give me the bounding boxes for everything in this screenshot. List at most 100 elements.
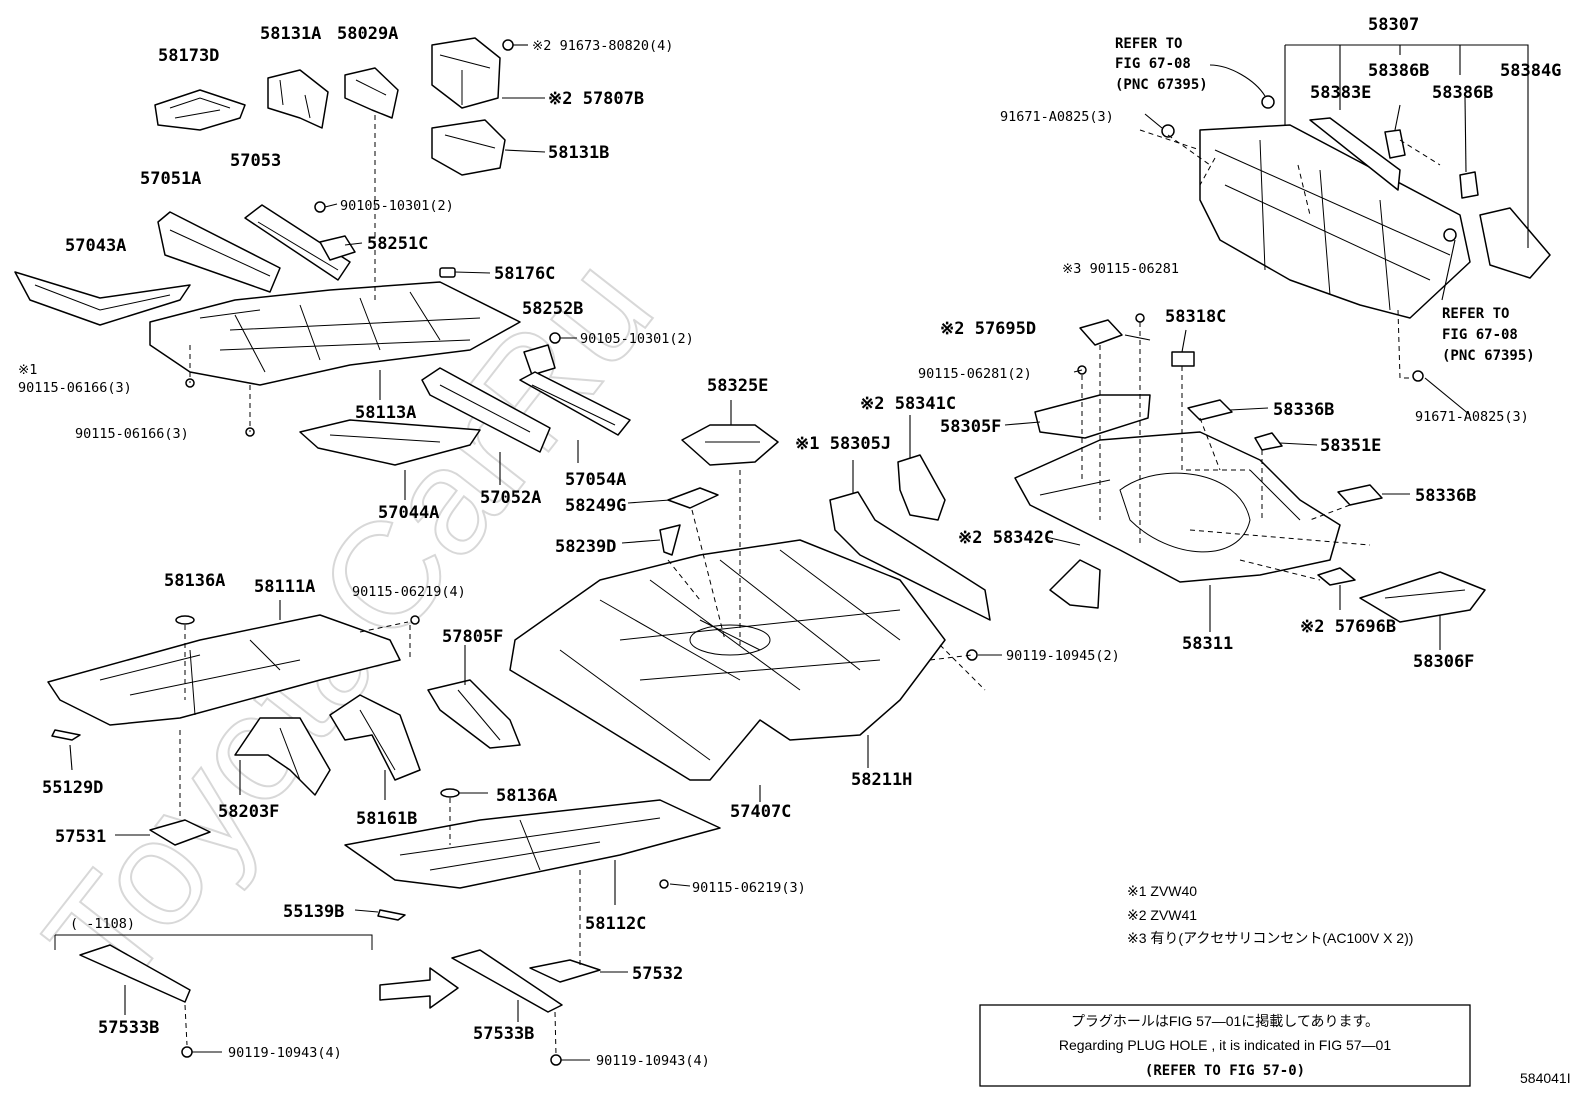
- label-57044A: 57044A: [378, 503, 439, 523]
- part-58136A-top-shape: [175, 615, 195, 625]
- part-57533B-b-shape: [451, 949, 563, 1013]
- label-58306F: 58306F: [1413, 652, 1474, 672]
- label-58136A-top: 58136A: [164, 571, 225, 591]
- label-1108: ( -1108): [70, 916, 135, 932]
- part-58325E-shape: [681, 424, 779, 466]
- part-58249G-shape: [667, 487, 719, 509]
- label-57532: 57532: [632, 964, 683, 984]
- legend-zvw40: ※1 ZVW40: [1127, 883, 1197, 899]
- label-refer-right-2: FIG 67-08: [1442, 327, 1518, 343]
- part-58029A-shape: [344, 67, 399, 119]
- label-58161B: 58161B: [356, 809, 417, 829]
- part-57054A-shape: [519, 371, 631, 436]
- part-57043A-shape: [14, 271, 191, 326]
- part-58305J-shape: [829, 491, 991, 621]
- dashed-lines: [179, 115, 1441, 1056]
- label-58383E: 58383E: [1310, 83, 1371, 103]
- label-90119-10943-a: 90119-10943(4): [228, 1045, 342, 1061]
- label-57805F: 57805F: [442, 627, 503, 647]
- label-58386B-b: 58386B: [1432, 83, 1493, 103]
- part-58252B-shape: [523, 344, 556, 376]
- label-58113A: 58113A: [355, 403, 416, 423]
- label-58173D: 58173D: [158, 46, 219, 66]
- label-note1-marker: ※1: [18, 362, 37, 378]
- label-57051A: 57051A: [140, 169, 201, 189]
- part-58307-shape: [1199, 124, 1471, 319]
- part-57051A-shape: [157, 211, 281, 293]
- part-58305F-shape: [1034, 394, 1151, 439]
- diagram-id: 584041I: [1520, 1070, 1571, 1086]
- legend: ※1 ZVW40 ※2 ZVW41 ※3 有り(アクセサリコンセント(AC100…: [1127, 883, 1413, 946]
- label-57407C: 57407C: [730, 802, 791, 822]
- label-refer-top-3: (PNC 67395): [1115, 77, 1208, 93]
- label-58176C: 58176C: [494, 264, 555, 284]
- label-58342C: ※2 58342C: [958, 528, 1054, 548]
- label-58112C: 58112C: [585, 914, 646, 934]
- part-58173D-shape: [154, 89, 246, 131]
- label-58249G: 58249G: [565, 496, 626, 516]
- note-refer: (REFER TO FIG 57-0): [1145, 1063, 1305, 1079]
- label-57052A: 57052A: [480, 488, 541, 508]
- part-58176C-shape: [439, 267, 456, 278]
- label-90119-10945: 90119-10945(2): [1006, 648, 1120, 664]
- label-refer-right-1: REFER TO: [1442, 306, 1509, 322]
- label-90115-06166-b: 90115-06166(3): [75, 426, 189, 442]
- label-90115-06219-a: 90115-06219(4): [352, 584, 466, 600]
- part-58131A-shape: [267, 69, 329, 129]
- part-58251C-shape: [319, 235, 356, 261]
- label-58305F: 58305F: [940, 417, 1001, 437]
- part-58341C-shape: [897, 454, 946, 521]
- label-58336B-b: 58336B: [1415, 486, 1476, 506]
- part-57053-shape: [244, 204, 351, 281]
- part-58336B-b-shape: [1337, 484, 1383, 506]
- part-labels: 58173D 58131A 58029A ※2 91673-80820(4) ※…: [18, 15, 1561, 1069]
- part-58136A-bot-shape: [440, 788, 460, 798]
- label-58111A: 58111A: [254, 577, 315, 597]
- label-58351E: 58351E: [1320, 436, 1381, 456]
- part-57044A-shape: [299, 419, 481, 466]
- label-58251C: 58251C: [367, 234, 428, 254]
- part-57532-shape: [529, 959, 601, 983]
- part-57531-shape: [149, 819, 211, 846]
- label-58131B: 58131B: [548, 143, 609, 163]
- label-58029A: 58029A: [337, 24, 398, 44]
- part-58318C-shape: [1171, 351, 1195, 367]
- label-90115-06281-a: ※3 90115-06281: [1062, 261, 1179, 277]
- label-58311: 58311: [1182, 634, 1233, 654]
- part-58342C-shape: [1049, 559, 1101, 609]
- part-floor-center-shape: [509, 539, 946, 781]
- legend-zvw41: ※2 ZVW41: [1127, 907, 1197, 923]
- label-57054A: 57054A: [565, 470, 626, 490]
- part-55139B-shape: [377, 909, 406, 921]
- part-58383E-shape: [1309, 117, 1401, 191]
- part-58386B-b-shape: [1459, 171, 1479, 199]
- leader-lines: [69, 44, 1529, 1061]
- label-55139B: 55139B: [283, 902, 344, 922]
- label-58305J: ※1 58305J: [795, 434, 891, 454]
- label-91671-A0825-b: 91671-A0825(3): [1415, 409, 1529, 425]
- part-58306F-shape: [1359, 571, 1486, 623]
- label-58203F: 58203F: [218, 802, 279, 822]
- label-58318C: 58318C: [1165, 307, 1226, 327]
- part-58386B-a-shape: [1384, 129, 1406, 159]
- part-shapes: [14, 37, 1551, 1066]
- part-58311-shape: [1014, 431, 1341, 583]
- arrow-shape: [379, 967, 459, 1009]
- part-58112C-shape: [344, 799, 721, 889]
- label-58384G: 58384G: [1500, 61, 1561, 81]
- label-58239D: 58239D: [555, 537, 616, 557]
- bolt-shapes: [181, 39, 1424, 1066]
- part-58161B-shape: [329, 694, 421, 781]
- part-58113A-shape: [149, 281, 521, 386]
- label-91671-A0825-a: 91671-A0825(3): [1000, 109, 1114, 125]
- part-58239D-shape: [659, 524, 681, 556]
- part-58351E-shape: [1254, 432, 1283, 451]
- label-58336B-a: 58336B: [1273, 400, 1334, 420]
- label-55129D: 55129D: [42, 778, 103, 798]
- part-58336B-a-shape: [1187, 399, 1233, 421]
- label-58136A-bot: 58136A: [496, 786, 557, 806]
- legend-accessory-outlet: ※3 有り(アクセサリコンセント(AC100V X 2)): [1127, 930, 1413, 946]
- label-refer-right-3: (PNC 67395): [1442, 348, 1535, 364]
- note-english: Regarding PLUG HOLE , it is indicated in…: [1059, 1037, 1391, 1053]
